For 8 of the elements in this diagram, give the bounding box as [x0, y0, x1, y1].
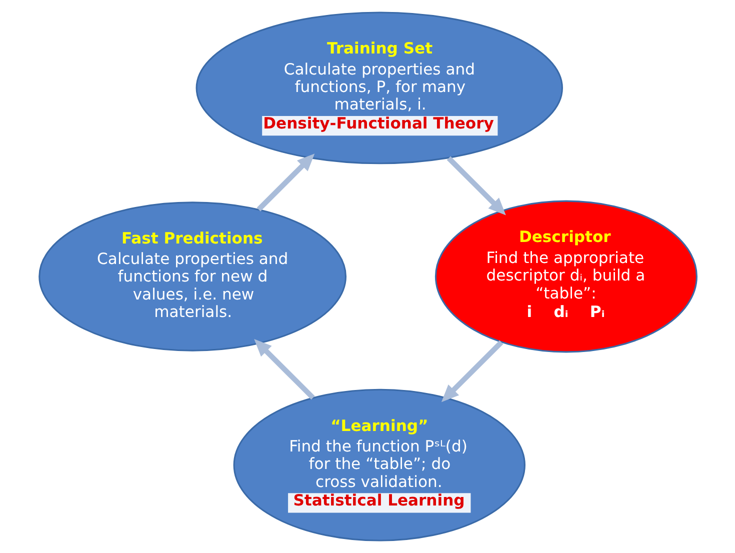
- node-ellipse: “Learning” Find the function Pˢᴸ(d) for the “table”; do cross validation. Statistical Learning: [232, 388, 525, 542]
- node-ellipse: Descriptor Find the appropriate descriptor dᵢ, build a “table”: i dᵢ Pᵢ: [434, 200, 697, 353]
- arrow: [446, 156, 506, 216]
- node-ellipse: Fast Predictions Calculate properties and functions for new d values, i.e. new materials.: [38, 202, 346, 352]
- node-ellipse: Training Set Calculate properties and functions, P, for many materials, i. Density-Functional Theory: [195, 12, 562, 164]
- arrow: [254, 338, 314, 400]
- arrow: [440, 340, 503, 402]
- arrow: [256, 154, 314, 212]
